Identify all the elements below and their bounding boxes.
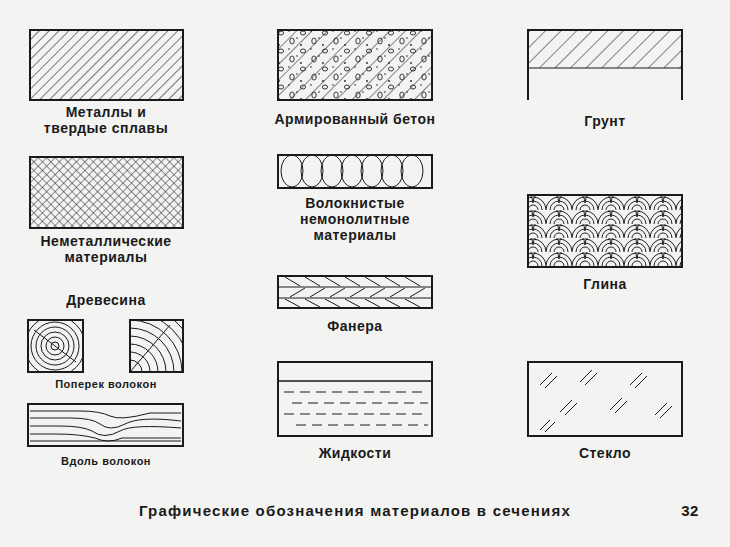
material-label: Металлы и твердые сплавы [36,104,176,136]
material-label: Волокнистые немонолитные материалы [285,195,425,243]
material-label: Глина [530,276,680,292]
material-label: Неметаллические материалы [26,233,186,265]
material-label: Вдоль волокон [31,455,181,468]
material-label: Древесина [31,292,181,308]
material-label: Стекло [530,445,680,461]
material-label: Поперек волокон [31,378,181,391]
page-number: 32 [670,502,710,519]
material-label: Грунт [530,113,680,129]
slide-caption: Графические обозначения материалов в сеч… [139,502,571,519]
material-label: Жидкости [280,445,430,461]
material-label: Фанера [280,318,430,334]
material-label: Армированный бетон [260,111,450,127]
